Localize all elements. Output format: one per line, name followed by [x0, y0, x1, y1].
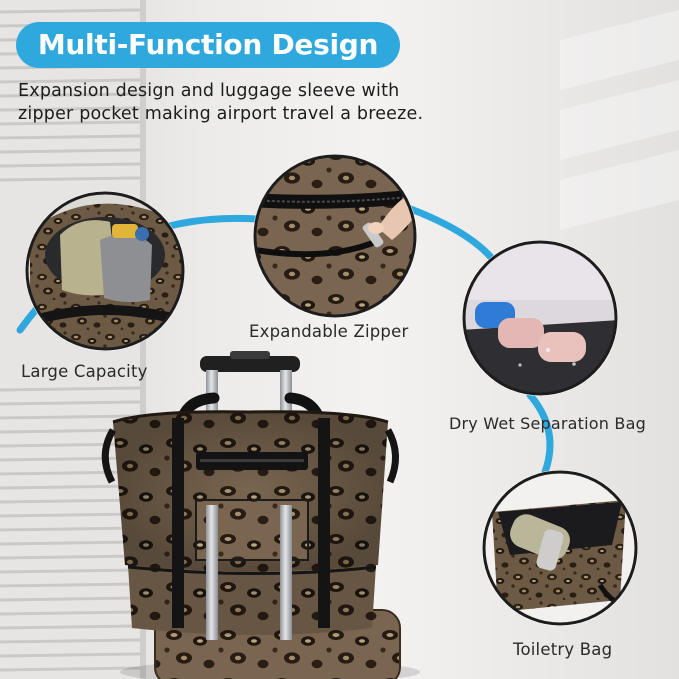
large-capacity-photo [25, 191, 185, 351]
description-line-1: Expansion design and luggage sleeve with [18, 81, 400, 101]
expandable-zipper-photo [253, 154, 417, 318]
description-line-2: zipper pocket making airport travel a br… [18, 104, 424, 124]
headline-text: Multi-Function Design [37, 28, 379, 61]
trolley-rods-front [206, 505, 292, 640]
headline-badge: Multi-Function Design [16, 22, 400, 68]
toiletry-bag-label: Toiletry Bag [513, 640, 613, 659]
toiletry-bag-photo [482, 470, 638, 626]
dry-wet-bag-label: Dry Wet Separation Bag [449, 414, 646, 433]
feature-description: Expansion design and luggage sleeve with… [18, 80, 488, 126]
leopard-duffel-bag [101, 410, 399, 635]
large-capacity-label: Large Capacity [21, 362, 148, 381]
wall-light [560, 10, 679, 230]
dry-wet-bag-photo [462, 240, 618, 396]
expandable-zipper-label: Expandable Zipper [249, 322, 409, 341]
